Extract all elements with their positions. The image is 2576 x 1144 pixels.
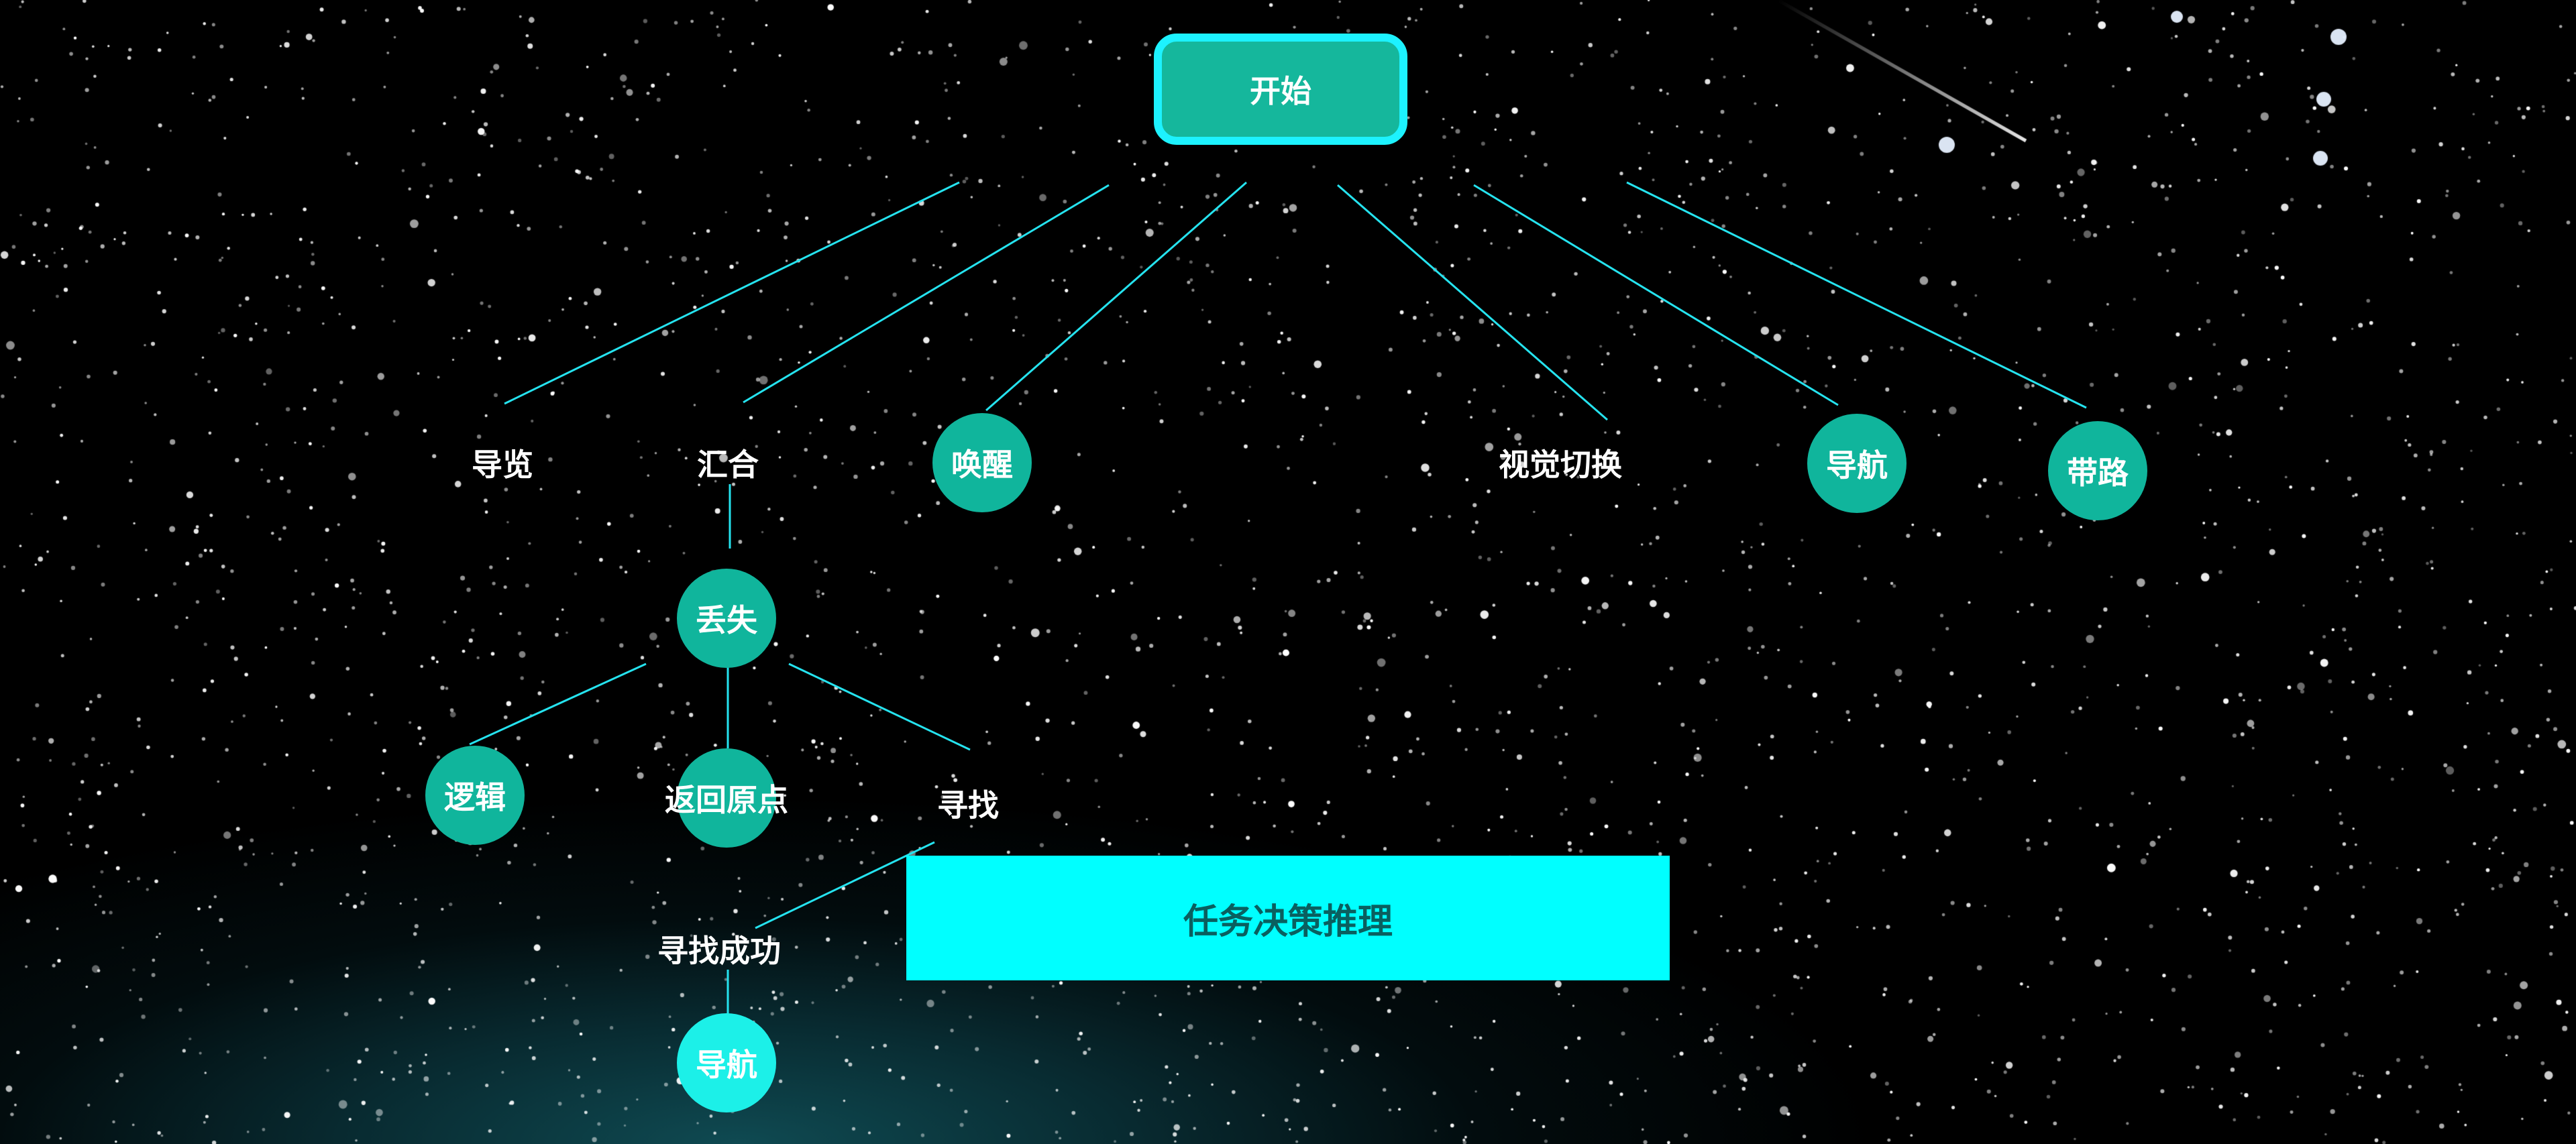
lost-node-label: 丢失: [696, 602, 757, 638]
edge-lost-search: [788, 663, 971, 751]
navigate-node[interactable]: 导航: [1807, 414, 1907, 513]
guide-node-label: 带路: [2067, 455, 2129, 491]
task-decision-box: 任务决策推理: [906, 856, 1670, 980]
search-success-node-label: 寻找成功: [657, 933, 781, 969]
navigate-2-node-label: 导航: [696, 1047, 757, 1083]
search-node[interactable]: 寻找: [937, 781, 999, 825]
wakeup-node-label: 唤醒: [951, 447, 1013, 483]
edge-start-wakeup: [985, 181, 1247, 412]
view-switch-node[interactable]: 视觉切换: [1499, 441, 1622, 485]
search-node-label: 寻找: [937, 787, 999, 823]
edge-search-success: [755, 841, 935, 929]
wakeup-node[interactable]: 唤醒: [932, 413, 1032, 512]
search-success-node[interactable]: 寻找成功: [657, 927, 781, 971]
tour-node-label: 导览: [472, 447, 533, 483]
start-node[interactable]: 开始: [1154, 34, 1407, 145]
logic-node-label: 逻辑: [444, 779, 506, 815]
edge-start-tour: [504, 181, 960, 405]
tour-node[interactable]: 导览: [472, 441, 533, 485]
edge-start-view-switch: [1337, 184, 1608, 421]
navigate-2-node[interactable]: 导航: [677, 1013, 776, 1112]
edge-start-meetup: [743, 184, 1110, 404]
task-decision-label: 任务决策推理: [1183, 901, 1393, 942]
lost-node[interactable]: 丢失: [677, 569, 776, 668]
meetup-node-label: 汇合: [697, 447, 759, 483]
navigate-node-label: 导航: [1826, 447, 1888, 483]
return-origin-node-label: 返回原点: [665, 782, 788, 818]
guide-node[interactable]: 带路: [2048, 421, 2147, 520]
edge-lost-logic: [469, 663, 647, 746]
view-switch-node-label: 视觉切换: [1499, 447, 1622, 483]
edge-start-navigate: [1473, 184, 1839, 406]
edge-start-guide: [1626, 181, 2087, 409]
start-node-label: 开始: [1250, 73, 1311, 109]
return-origin-node[interactable]: 返回原点: [665, 748, 788, 848]
logic-node[interactable]: 逻辑: [425, 746, 525, 845]
meetup-node[interactable]: 汇合: [697, 441, 759, 485]
